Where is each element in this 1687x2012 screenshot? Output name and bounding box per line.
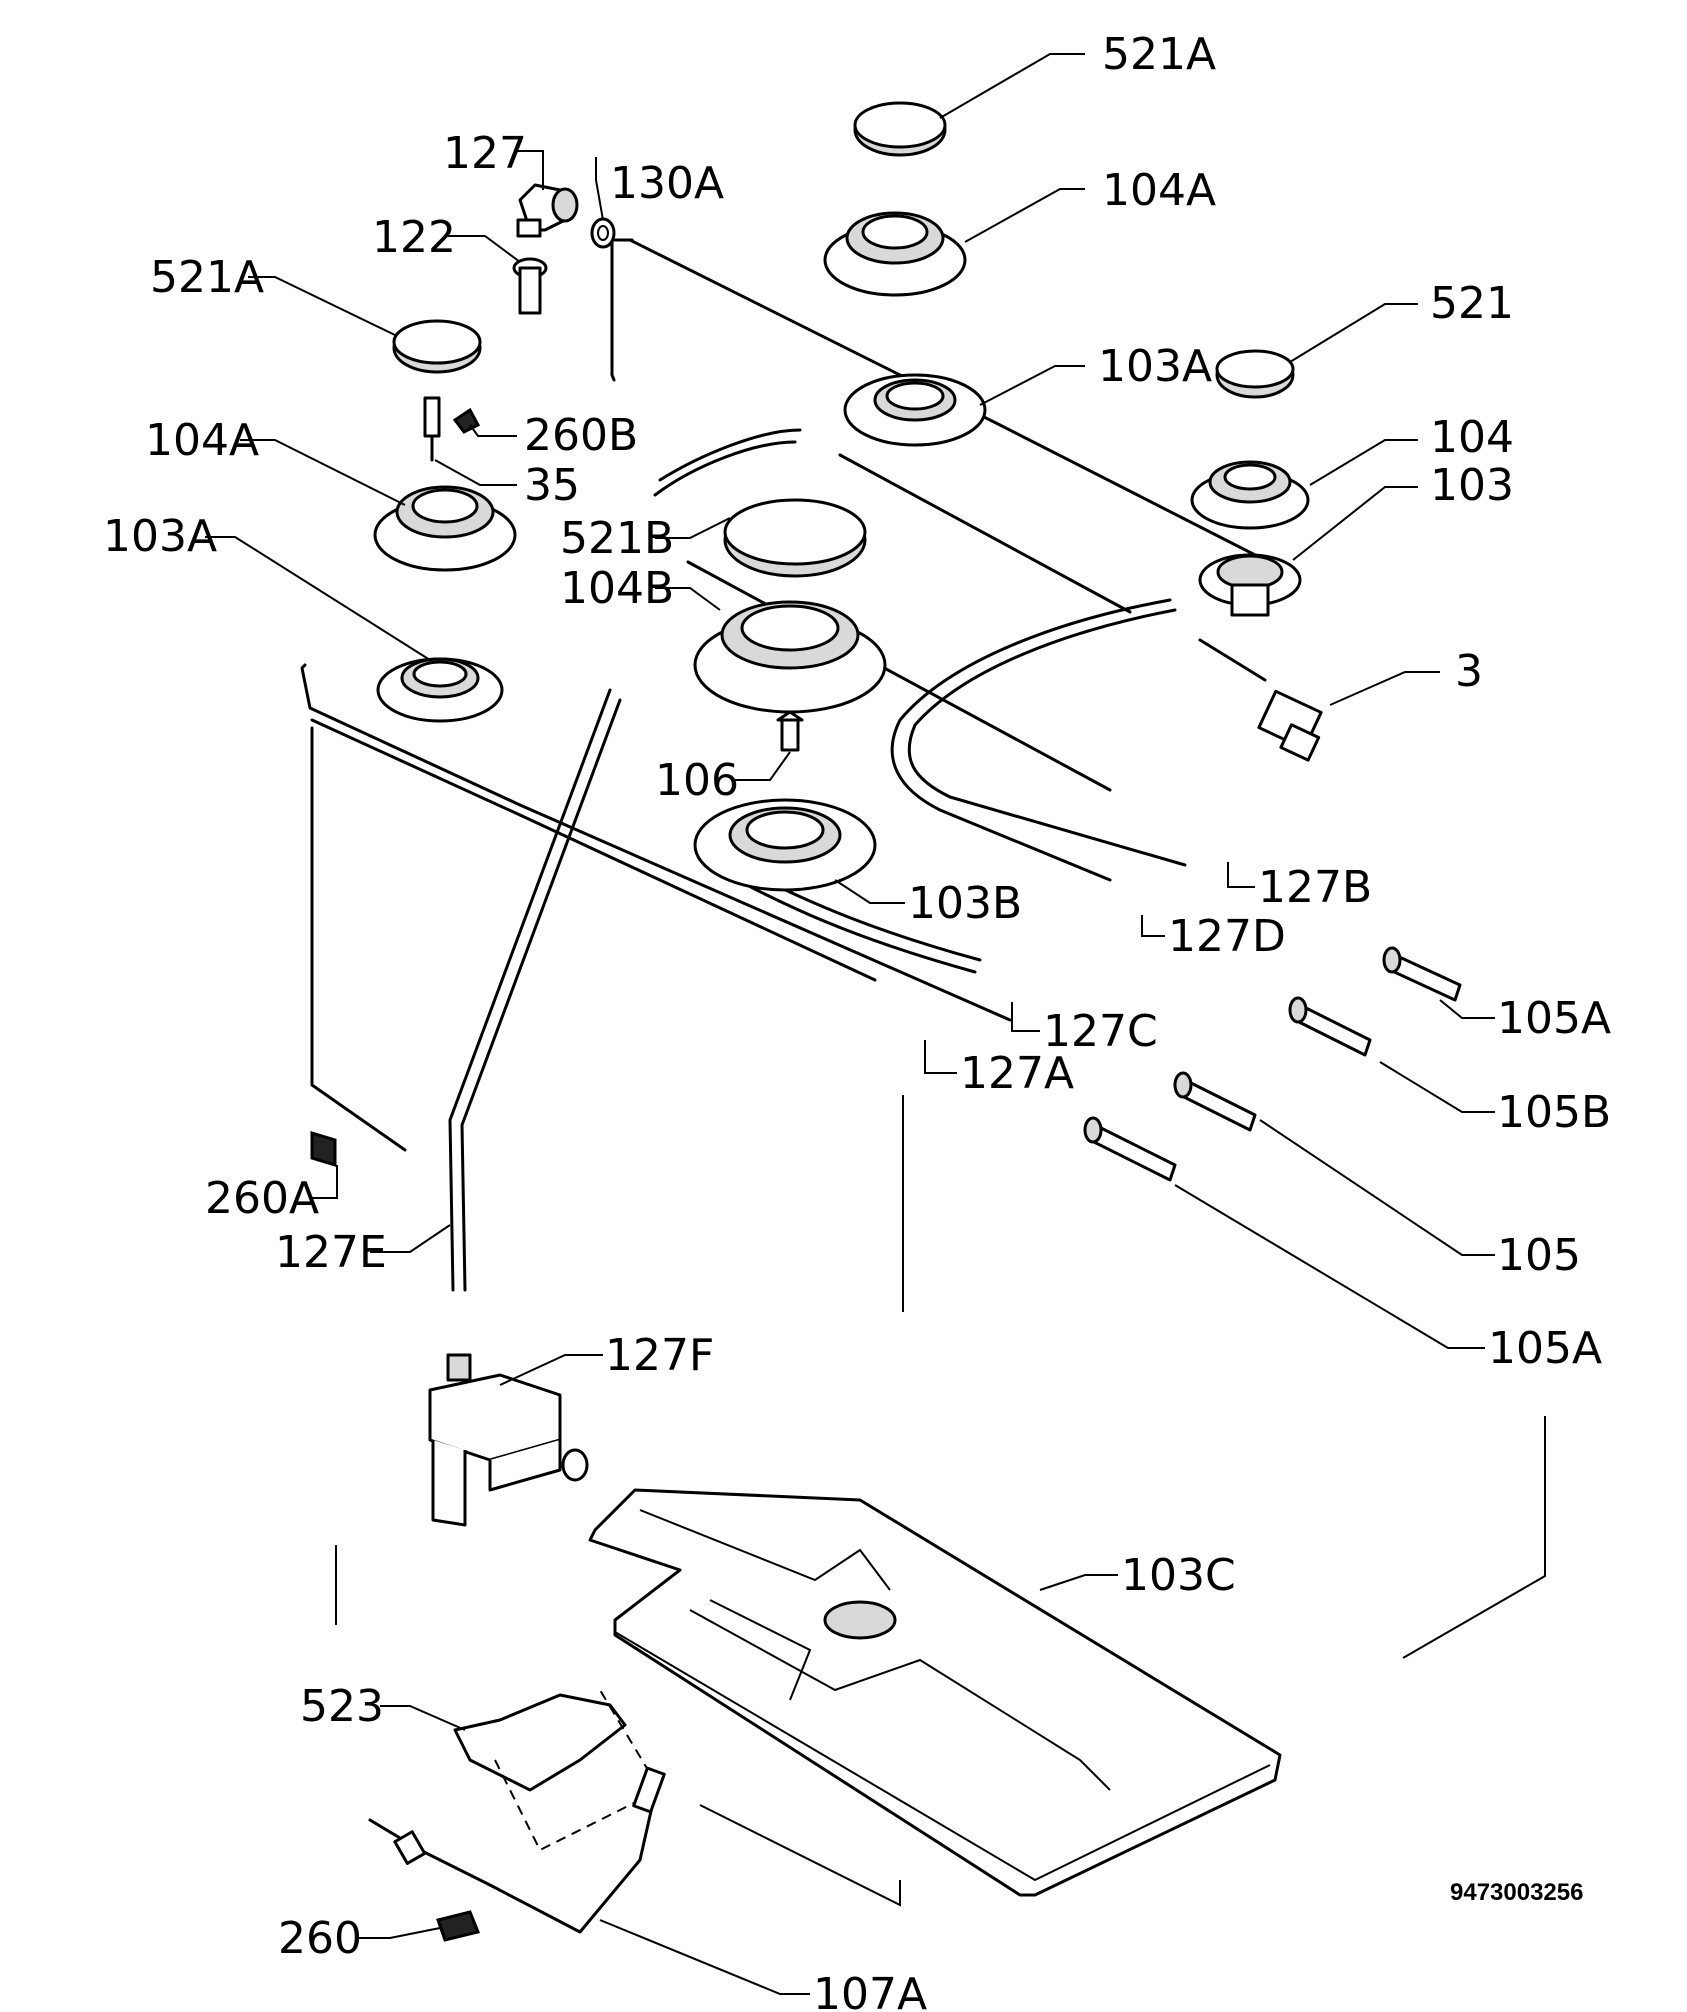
callout-523: 523 (300, 1681, 384, 1732)
burner-base-103a-left (376, 657, 504, 723)
callout-260b: 260B (524, 410, 638, 461)
callout-103a-mid: 103A (1098, 341, 1212, 392)
drawing-number: 9473003256 (1450, 1879, 1583, 1906)
callout-521a-top: 521A (1102, 29, 1216, 80)
callout-105a-top: 105A (1497, 993, 1611, 1044)
clip-260b (452, 407, 481, 434)
burner-base-103 (1198, 553, 1302, 617)
callout-103b: 103B (908, 878, 1022, 929)
thermocouple-35 (423, 396, 441, 462)
burner-cap-521b (723, 498, 867, 578)
burner-cap-521a-top (853, 101, 947, 157)
injector-106 (776, 710, 804, 752)
burner-base-103a-mid (843, 373, 987, 447)
callout-107a: 107A (813, 1969, 927, 2012)
burner-crown-104 (1190, 460, 1310, 530)
thermocouple-107a (368, 1766, 666, 1934)
callout-104b: 104B (560, 563, 674, 614)
callout-127: 127 (443, 128, 527, 179)
callout-103: 103 (1430, 460, 1514, 511)
callout-106: 106 (655, 755, 739, 806)
callout-103c: 103C (1121, 1550, 1236, 1601)
burner-base-103b (693, 798, 877, 892)
burner-crown-104a-top (823, 211, 967, 297)
callout-105a-bottom: 105A (1488, 1323, 1602, 1374)
callout-521b: 521B (560, 513, 674, 564)
leader-lines (205, 53, 1495, 1995)
callout-35: 35 (524, 460, 580, 511)
callout-521a-left: 521A (150, 252, 264, 303)
ignition-switch-523 (453, 1689, 662, 1852)
callout-104a-left: 104A (145, 415, 259, 466)
clip-260a (310, 1130, 337, 1168)
callout-127d: 127D (1168, 911, 1286, 962)
callout-105b: 105B (1497, 1087, 1611, 1138)
callout-104: 104 (1430, 412, 1514, 463)
callout-105: 105 (1497, 1230, 1581, 1281)
burner-plate-103c (588, 1488, 1282, 1897)
callout-260a: 260A (205, 1173, 319, 1224)
callout-130a: 130A (610, 158, 724, 209)
callout-103a-left: 103A (103, 511, 217, 562)
nut-130a (590, 217, 616, 249)
burner-cap-521a-left (392, 319, 482, 374)
injector-105 (1173, 1071, 1257, 1132)
callout-127c: 127C (1043, 1006, 1158, 1057)
elbow-127 (516, 183, 579, 238)
callout-122: 122 (372, 212, 456, 263)
callout-3: 3 (1455, 646, 1483, 697)
injector-105a-top (1382, 946, 1462, 1002)
callout-260: 260 (278, 1913, 362, 1964)
callout-127a: 127A (960, 1048, 1074, 1099)
clip-260 (436, 1910, 481, 1942)
valve-3 (1198, 638, 1323, 762)
callout-127e: 127E (275, 1227, 387, 1278)
callout-521: 521 (1430, 278, 1514, 329)
injector-105a-bottom (1083, 1116, 1177, 1182)
callout-104a-top: 104A (1102, 165, 1216, 216)
burner-cap-521 (1215, 349, 1295, 399)
burner-crown-104a-left (373, 485, 517, 572)
burner-crown-104b (693, 600, 887, 714)
callout-127f: 127F (605, 1330, 714, 1381)
gas-rail-pipes (300, 238, 1546, 1907)
injector-105b (1288, 996, 1372, 1057)
callout-127b: 127B (1258, 862, 1372, 913)
fitting-122 (512, 257, 548, 315)
safety-valve-127f (428, 1353, 589, 1527)
